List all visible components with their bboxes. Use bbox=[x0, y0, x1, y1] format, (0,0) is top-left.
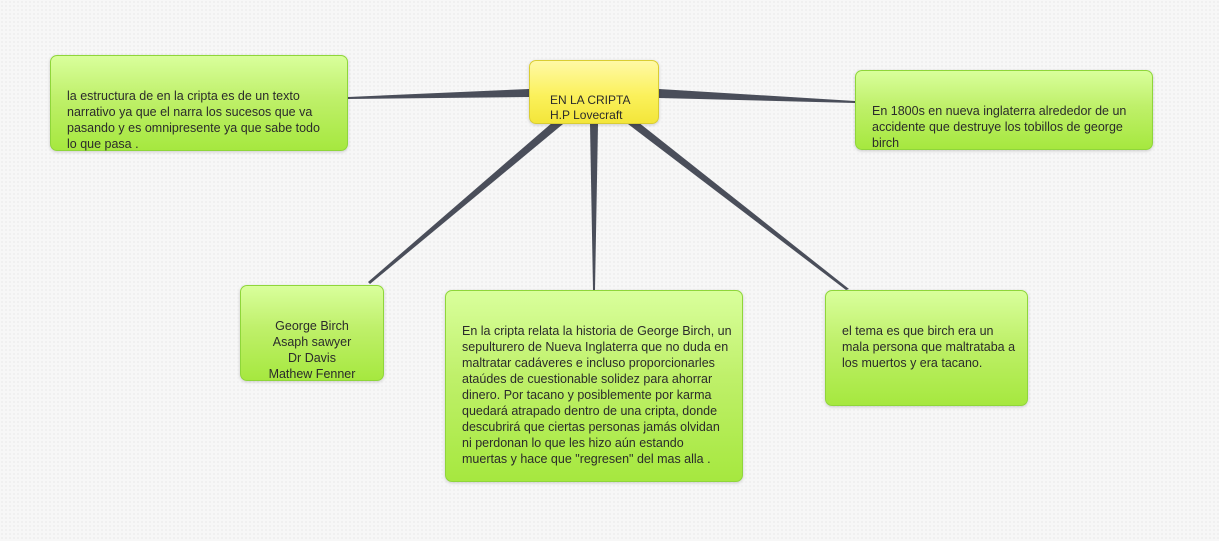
connector-setting bbox=[659, 89, 855, 103]
connector-theme bbox=[628, 122, 849, 290]
branch-node-setting[interactable]: En 1800s en nueva inglaterra alrededor d… bbox=[855, 70, 1153, 150]
connector-summary bbox=[590, 124, 598, 290]
connector-structure bbox=[348, 89, 529, 99]
central-topic-node[interactable]: EN LA CRIPTA H.P Lovecraft bbox=[529, 60, 659, 124]
branch-node-characters[interactable]: George Birch Asaph sawyer Dr Davis Mathe… bbox=[240, 285, 384, 381]
branch-text-setting: En 1800s en nueva inglaterra alrededor d… bbox=[872, 104, 1127, 150]
branch-node-theme[interactable]: el tema es que birch era un mala persona… bbox=[825, 290, 1028, 406]
connector-characters bbox=[368, 122, 563, 284]
branch-text-summary: En la cripta relata la historia de Georg… bbox=[462, 324, 732, 466]
central-topic-text: EN LA CRIPTA H.P Lovecraft bbox=[550, 93, 631, 122]
branch-text-structure: la estructura de en la cripta es de un t… bbox=[67, 89, 320, 151]
branch-node-structure[interactable]: la estructura de en la cripta es de un t… bbox=[50, 55, 348, 151]
branch-text-characters: George Birch Asaph sawyer Dr Davis Mathe… bbox=[268, 319, 356, 381]
branch-node-summary[interactable]: En la cripta relata la historia de Georg… bbox=[445, 290, 743, 482]
branch-text-theme: el tema es que birch era un mala persona… bbox=[842, 324, 1016, 370]
